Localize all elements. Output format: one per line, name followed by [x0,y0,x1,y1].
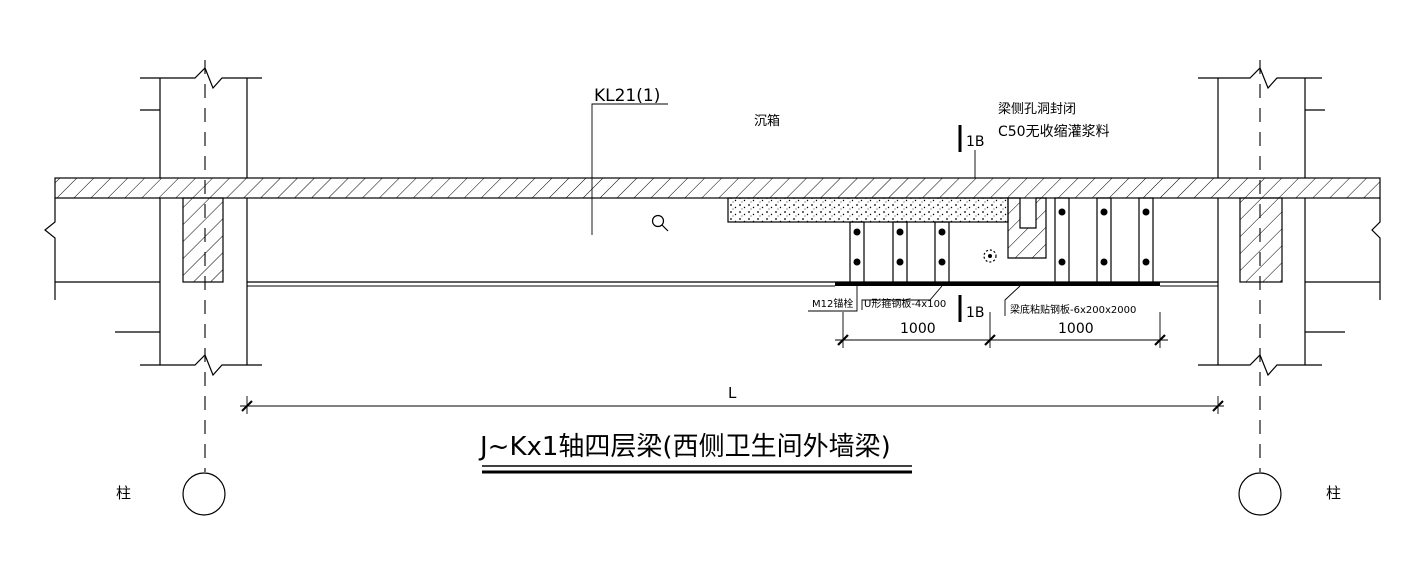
hole-seal-line1: 梁侧孔洞封闭 [998,102,1076,117]
u-hoop-plates-left [849,221,950,285]
magnifier-icon[interactable] [651,214,669,232]
axis-circle-right [1238,472,1282,516]
u-hoop-leader [861,285,943,310]
column-right-label: 柱 [1326,484,1341,502]
right-downstand-beam [1239,197,1283,283]
section-mark-bottom-label: 1B [966,305,985,321]
column-left-label: 柱 [116,484,131,502]
u-hoop-plate-label: U形箍钢板-4x100 [864,297,946,310]
beam-id-leader [591,103,668,235]
bottom-plate-leader [1004,285,1021,316]
beam-id-label: KL21(1) [594,86,660,106]
hole-hatch-block [1007,197,1047,259]
sink-note-label: 沉箱 [754,113,780,129]
anchor-bolt-label: M12锚栓 [812,297,853,310]
hole-seal-line2: C50无收缩灌浆料 [998,124,1110,140]
dim-total-label: L [728,384,737,402]
floor-slab [44,177,1381,300]
section-mark-top-label: 1B [966,134,985,150]
dim-L-line [240,396,1224,414]
u-hoop-plates-right [1054,197,1154,285]
anchor-leader [808,286,858,312]
dim-1000-line [835,312,1168,348]
dim-span-1-label: 1000 [900,321,936,337]
sunken-box-fill [727,197,1009,223]
drawing-title: J~Kx1轴四层梁(西侧卫生间外墙梁) [478,432,891,462]
dim-span-2-label: 1000 [1058,321,1094,337]
left-downstand-beam [182,197,224,283]
bottom-steel-plate [835,282,1160,286]
bottom-plate-label: 梁底粘贴钢板-6x200x2000 [1010,303,1136,316]
hole-marker [983,249,997,263]
axis-circle-left [182,472,226,516]
